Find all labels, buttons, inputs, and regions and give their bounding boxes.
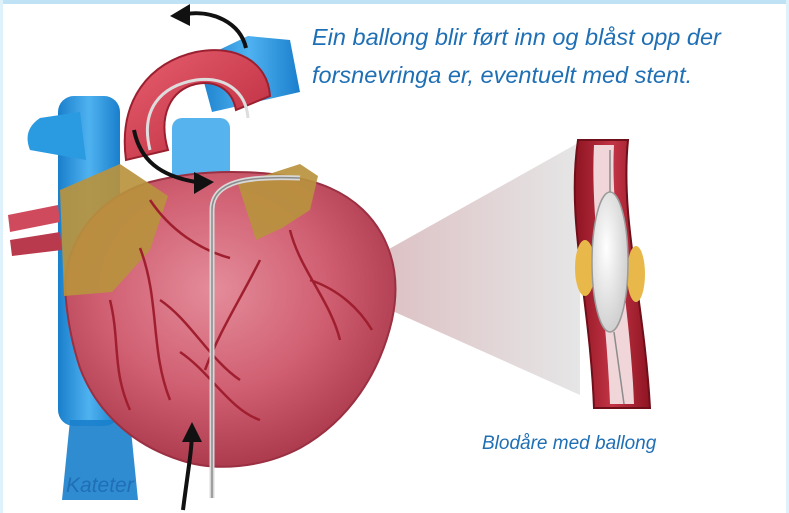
vessel-label: Blodåre med ballong [482,433,656,455]
balloon-description: Ein ballong blir ført inn og blåst opp d… [312,18,782,94]
left-vessels [8,205,62,256]
top-curved-arrow-icon [170,4,246,48]
plaque-right [627,246,645,302]
catheter-label: Kateter [66,474,134,498]
vessel-with-balloon [575,140,650,408]
balloon [592,192,628,332]
